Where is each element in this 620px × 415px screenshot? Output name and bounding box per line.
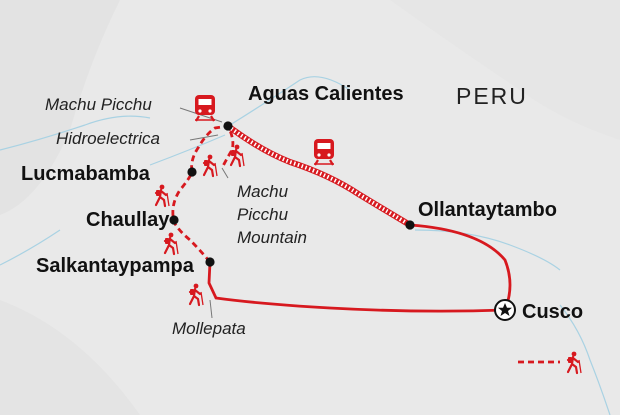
trek-route xyxy=(171,124,235,263)
label-machu-picchu-mountain-2: Picchu xyxy=(237,205,289,224)
label-mollepata: Mollepata xyxy=(172,319,246,338)
label-machu-picchu-mountain-3: Mountain xyxy=(237,228,307,247)
label-salkantaypampa: Salkantaypampa xyxy=(36,255,195,277)
marker-chaullay xyxy=(169,215,179,225)
label-aguas-calientes: Aguas Calientes xyxy=(248,83,404,105)
label-lucmabamba: Lucmabamba xyxy=(21,163,151,185)
legend xyxy=(518,350,583,375)
train-icon xyxy=(193,93,217,123)
hiker-icon xyxy=(154,183,171,208)
marker-salkantaypampa xyxy=(205,257,215,267)
country-label: PERU xyxy=(456,83,528,109)
label-cusco: Cusco xyxy=(522,301,583,323)
hiker-icon xyxy=(188,282,205,307)
label-chaullay: Chaullay xyxy=(86,209,170,231)
label-machu-picchu: Machu Picchu xyxy=(45,95,152,114)
hiker-icon xyxy=(163,231,180,256)
marker-ollantaytambo xyxy=(405,220,415,230)
road-route xyxy=(207,223,512,313)
train-icon xyxy=(312,137,336,167)
hiker-icon xyxy=(202,153,219,178)
hiker-icon xyxy=(229,143,246,168)
train-route xyxy=(226,123,412,228)
rivers xyxy=(0,76,611,415)
label-hidroelectrica: Hidroelectrica xyxy=(56,129,160,148)
marker-lucmabamba xyxy=(187,167,197,177)
label-ollantaytambo: Ollantaytambo xyxy=(418,199,557,221)
start-star-icon xyxy=(494,299,516,321)
marker-aguas-calientes xyxy=(223,121,233,131)
label-machu-picchu-mountain-1: Machu xyxy=(237,182,289,201)
hiker-icon xyxy=(566,350,583,375)
place-markers xyxy=(169,121,415,267)
